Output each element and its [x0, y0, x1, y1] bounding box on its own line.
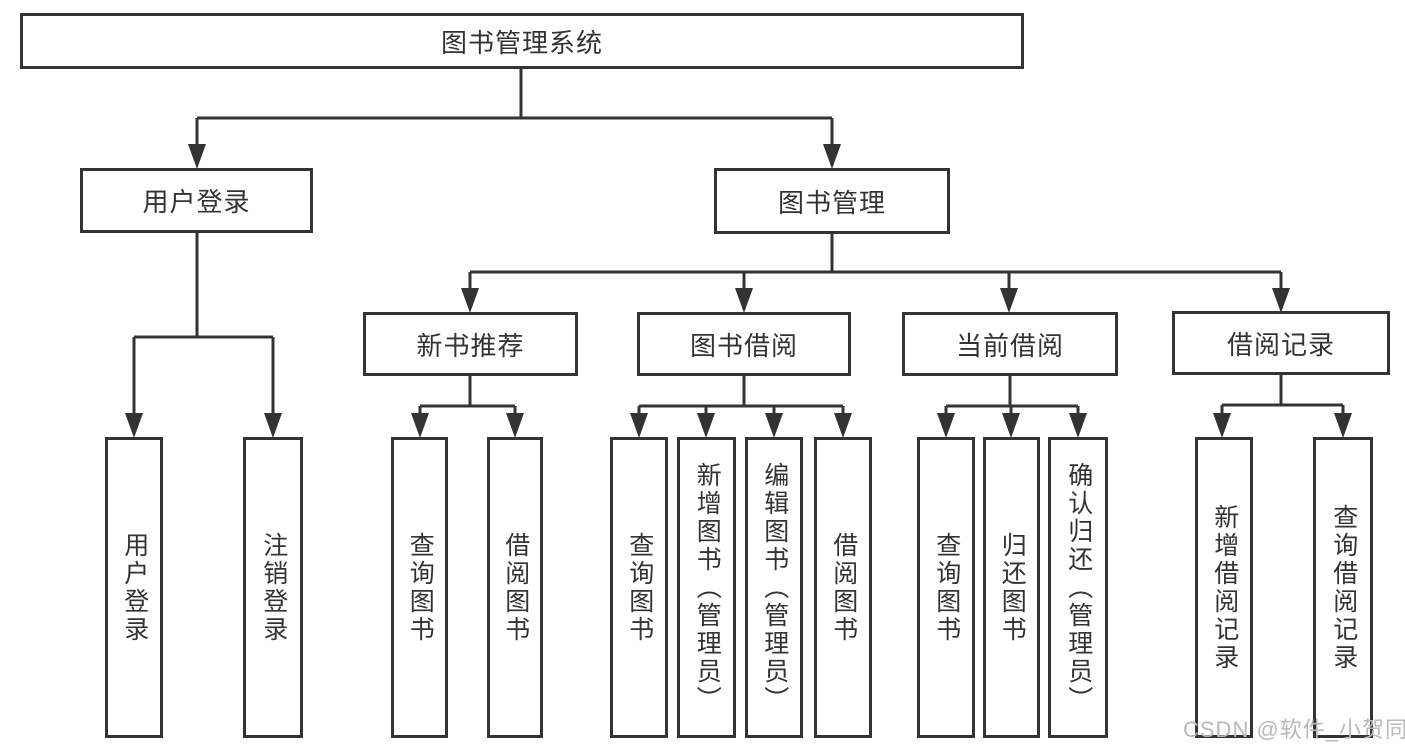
node-leaf-edit-books-admin: 编辑图书（管理员） [745, 437, 803, 738]
node-leaf-add-books-admin: 新增图书（管理员） [677, 437, 736, 738]
arrowhead [1213, 413, 1231, 438]
node-leaf-user-login: 用户登录 [105, 437, 163, 738]
arrowhead [188, 144, 206, 169]
arrowhead [1069, 413, 1087, 438]
connector-root-to-level2 [195, 69, 834, 147]
node-leaf-borrow-books-2: 借阅图书 [814, 437, 872, 738]
arrowhead [411, 413, 429, 438]
arrowhead [1002, 413, 1020, 438]
node-leaf-return-books: 归还图书 [983, 437, 1040, 738]
node-book-borrow: 图书借阅 [637, 312, 851, 376]
arrowhead [697, 413, 715, 438]
arrowhead [1334, 413, 1352, 438]
arrowhead [834, 413, 852, 438]
arrowhead [735, 288, 753, 313]
node-system-root: 图书管理系统 [20, 13, 1024, 69]
arrowhead [823, 144, 841, 169]
node-new-book-recommend: 新书推荐 [363, 312, 578, 376]
node-user-login: 用户登录 [80, 168, 313, 233]
node-borrow-records: 借阅记录 [1172, 311, 1390, 375]
arrowhead [264, 413, 282, 438]
csdn-watermark: CSDN @软件_小贺同学 [1183, 717, 1405, 742]
arrowhead [630, 413, 648, 438]
node-leaf-query-borrow-record: 查询借阅记录 [1313, 437, 1373, 738]
connector-borrow-records-children [1220, 375, 1345, 416]
arrowhead [506, 413, 524, 438]
node-leaf-confirm-return-admin: 确认归还（管理员） [1048, 437, 1108, 738]
node-leaf-query-books-2: 查询图书 [610, 437, 668, 738]
arrowhead [1000, 288, 1018, 313]
arrowhead [937, 413, 955, 438]
node-current-borrow: 当前借阅 [902, 312, 1118, 376]
arrowhead [765, 413, 783, 438]
node-leaf-add-borrow-record: 新增借阅记录 [1195, 437, 1253, 738]
arrowhead [1272, 288, 1290, 313]
connector-book-management-sections [468, 234, 1283, 291]
arrowhead [461, 288, 479, 313]
connector-book-borrow-children [637, 376, 845, 416]
node-book-management: 图书管理 [714, 168, 950, 234]
arrowhead [125, 413, 143, 438]
connector-new-book-children [418, 376, 517, 416]
node-leaf-borrow-books-1: 借阅图书 [487, 437, 543, 738]
node-leaf-query-books-1: 查询图书 [391, 437, 448, 738]
connector-current-borrow-children [944, 376, 1080, 416]
node-leaf-logout: 注销登录 [243, 437, 303, 738]
node-leaf-query-books-3: 查询图书 [917, 437, 975, 738]
connector-user-login-children [132, 233, 275, 416]
